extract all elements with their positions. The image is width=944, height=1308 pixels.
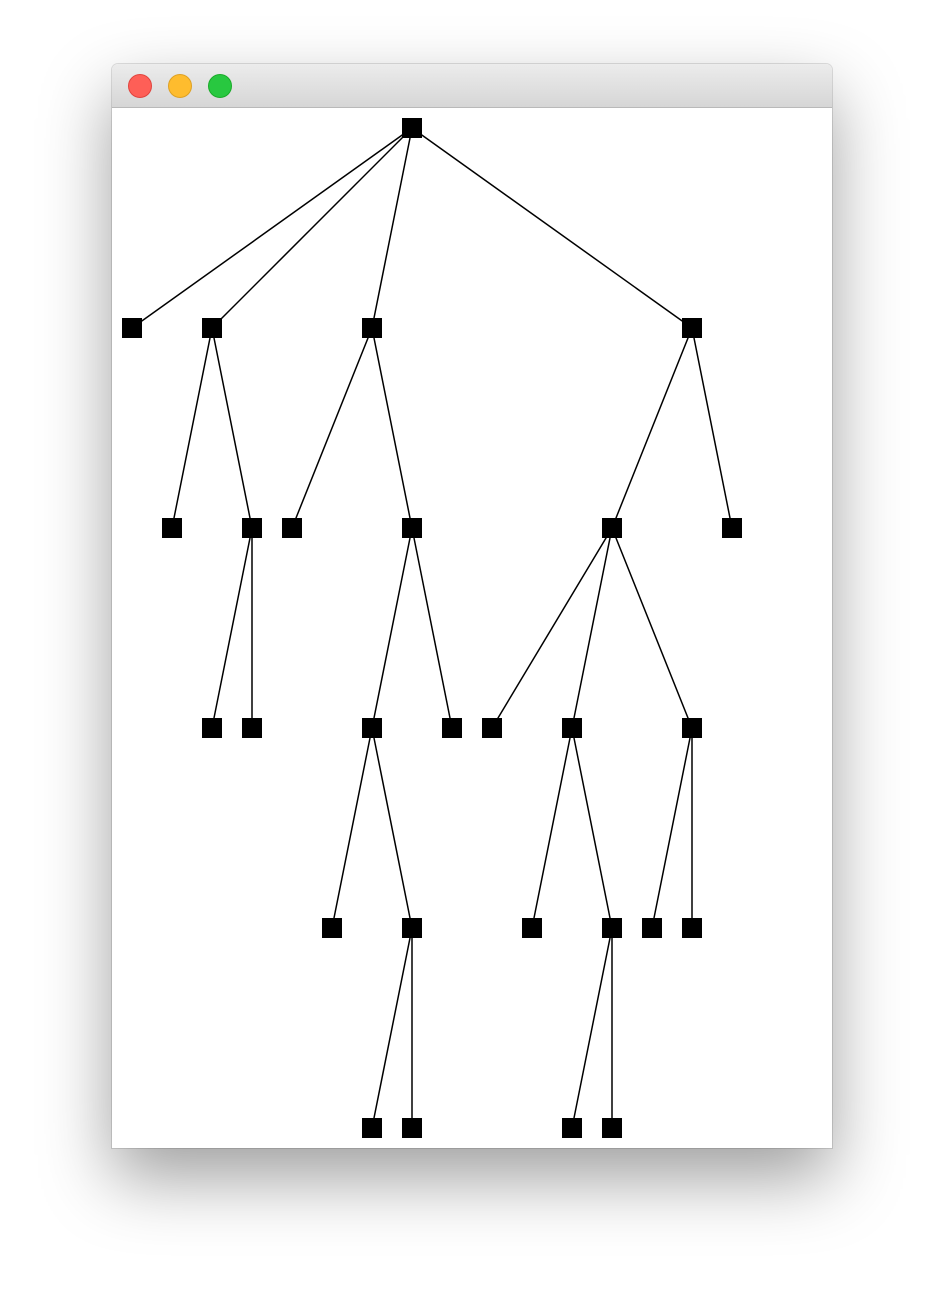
tree-node [442, 718, 462, 738]
tree-edge [371, 527, 413, 729]
tree-node [482, 718, 502, 738]
tree-node [122, 318, 142, 338]
tree-node [602, 518, 622, 538]
tree-node [162, 518, 182, 538]
tree-node [402, 1118, 422, 1138]
tree-node [602, 1118, 622, 1138]
close-button[interactable] [128, 74, 152, 98]
tree-edge [611, 327, 693, 529]
tree-node [282, 518, 302, 538]
tree-node [562, 1118, 582, 1138]
tree-edge [331, 727, 373, 929]
tree-node [402, 518, 422, 538]
tree-node [682, 718, 702, 738]
tree-edges [131, 127, 733, 1129]
tree-edge [211, 127, 413, 329]
tree-edge [211, 327, 253, 529]
tree-edge [611, 527, 693, 729]
tree-node [602, 918, 622, 938]
tree-edge [531, 727, 573, 929]
tree-edge [371, 327, 413, 529]
tree-edge [571, 927, 613, 1129]
tree-node [682, 318, 702, 338]
tree-node [402, 918, 422, 938]
tree-edge [571, 527, 613, 729]
tree-node [642, 918, 662, 938]
tree-edge [411, 527, 453, 729]
tree-canvas [112, 108, 832, 1148]
tree-node [682, 918, 702, 938]
tree-node [562, 718, 582, 738]
tree-edge [211, 527, 253, 729]
app-window [112, 64, 832, 1148]
tree-node [202, 718, 222, 738]
tree-node [362, 318, 382, 338]
tree-edge [371, 127, 413, 329]
tree-node [722, 518, 742, 538]
title-bar[interactable] [112, 64, 832, 108]
tree-edge [491, 527, 613, 729]
minimize-button[interactable] [168, 74, 192, 98]
tree-node [322, 918, 342, 938]
tree-edge [291, 327, 373, 529]
tree-node [522, 918, 542, 938]
tree-edge [371, 927, 413, 1129]
tree-node [202, 318, 222, 338]
tree-node [402, 118, 422, 138]
tree-edge [171, 327, 213, 529]
tree-edge [411, 127, 693, 329]
tree-node [362, 718, 382, 738]
tree-node [362, 1118, 382, 1138]
tree-edge [131, 127, 413, 329]
zoom-button[interactable] [208, 74, 232, 98]
tree-edge [371, 727, 413, 929]
tree-diagram [122, 118, 742, 1138]
tree-edge [691, 327, 733, 529]
tree-edge [571, 727, 613, 929]
tree-edge [651, 727, 693, 929]
tree-nodes [122, 118, 742, 1138]
tree-node [242, 718, 262, 738]
tree-node [242, 518, 262, 538]
